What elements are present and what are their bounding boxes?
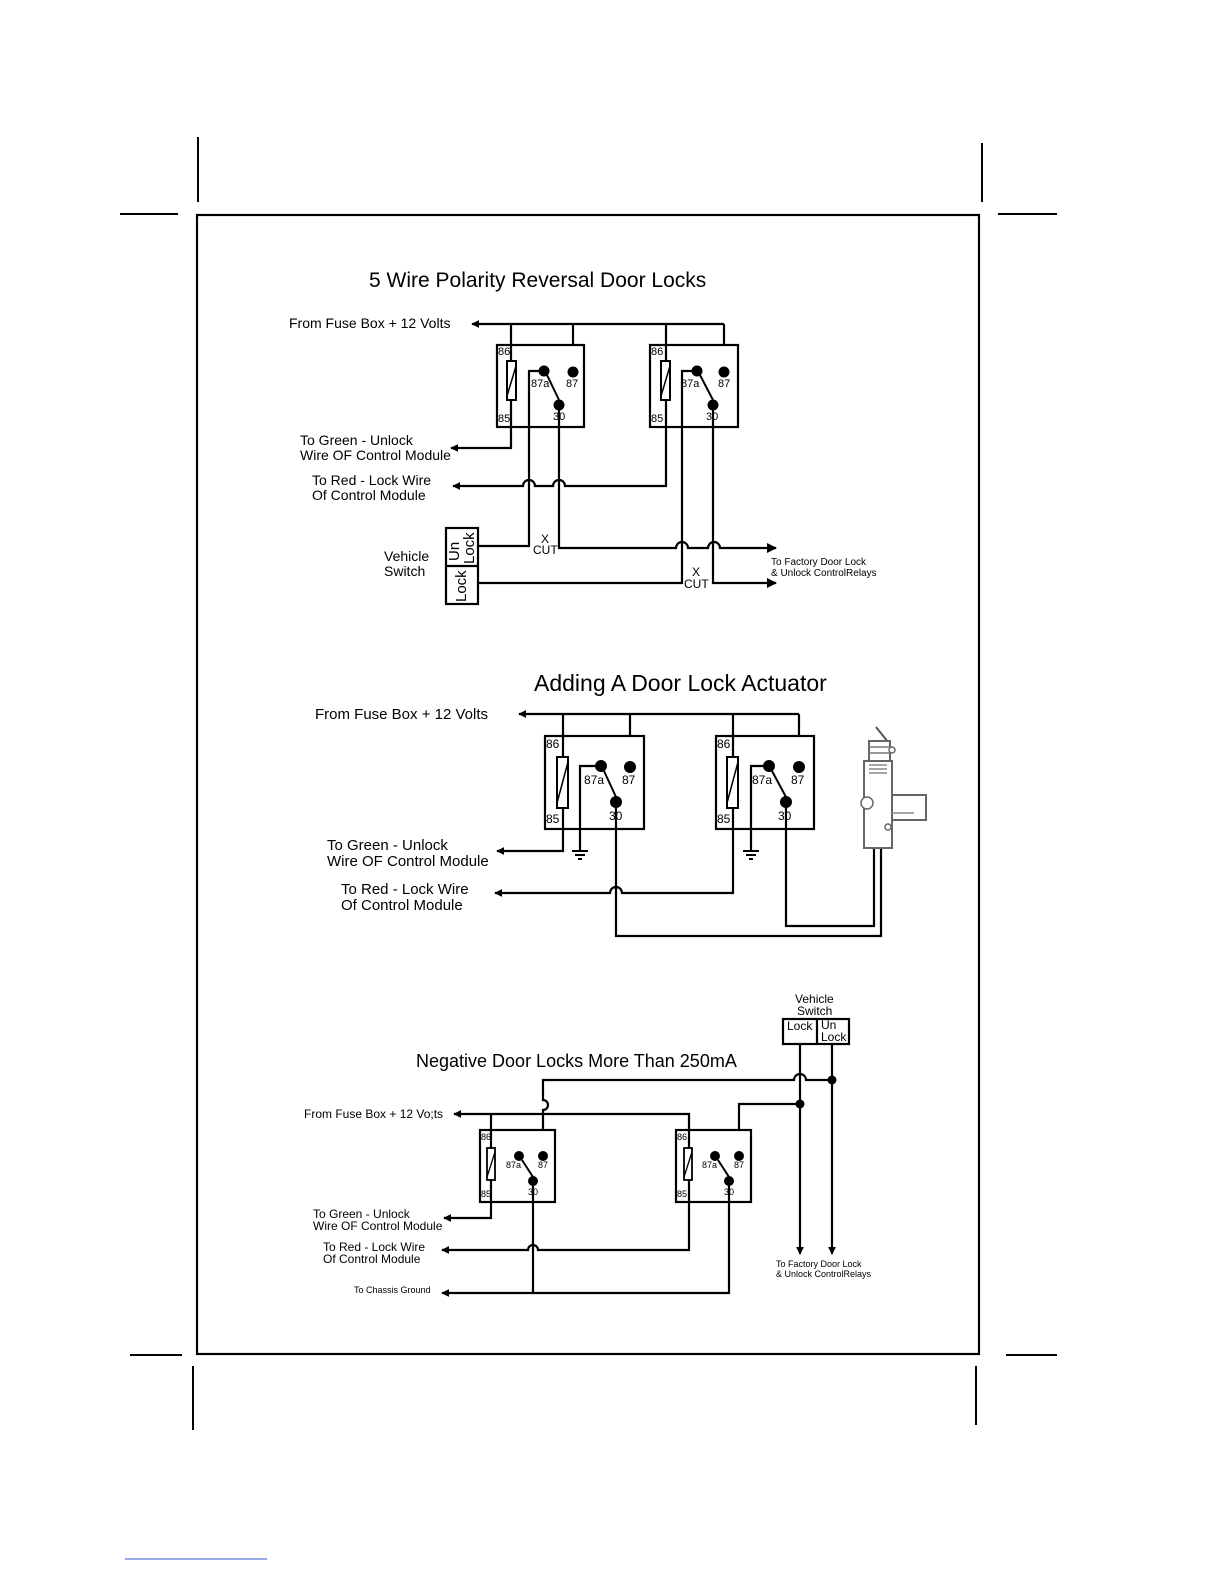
pin-87a: 87a <box>531 378 550 390</box>
relay-6: 86 85 87a 87 30 <box>674 1128 753 1204</box>
factory-label-1: To Factory Door Lock <box>771 557 867 568</box>
pin-30: 30 <box>778 809 792 823</box>
relay-2: 86 85 87a 87 30 <box>648 343 740 429</box>
pin-87: 87 <box>718 378 730 390</box>
pin-85: 85 <box>717 812 731 826</box>
wire-green-unlock <box>443 1202 493 1222</box>
fuse-label: From Fuse Box + 12 Volts <box>315 706 488 723</box>
pin-85: 85 <box>651 413 663 425</box>
switch-unlock-label: Un <box>446 542 463 561</box>
chassis-ground-label: To Chassis Ground <box>354 1285 431 1295</box>
wire-red-lock <box>441 1202 691 1254</box>
red-label-2: Of Control Module <box>323 1252 421 1266</box>
pin-85: 85 <box>546 812 560 826</box>
vehicle-switch-label-1: Vehicle <box>384 548 429 564</box>
page-frame <box>120 137 1057 1560</box>
cut-mark-label: CUT <box>533 543 558 557</box>
pin-87a: 87a <box>752 773 772 787</box>
pin-87: 87 <box>734 1160 744 1170</box>
switch-unlock-label: Lock <box>461 532 478 564</box>
wire-r2-30-factory <box>711 405 777 588</box>
vehicle-switch-label-2: Switch <box>797 1004 832 1018</box>
pin-86: 86 <box>651 346 663 358</box>
pin-87: 87 <box>791 773 805 787</box>
vehicle-switch-label-1: Vehicle <box>795 992 834 1006</box>
pin-86: 86 <box>717 737 731 751</box>
ground-icon <box>743 764 769 860</box>
switch-unlock-label: Lock <box>821 1030 847 1044</box>
pin-86: 86 <box>481 1132 491 1142</box>
cut-mark-label: CUT <box>684 577 709 591</box>
switch-lock-label: Lock <box>453 570 470 602</box>
pin-86: 86 <box>498 346 510 358</box>
vehicle-switch-label-2: Switch <box>384 563 425 579</box>
vehicle-switch: Un Lock Lock <box>444 526 480 606</box>
ground-icon <box>572 764 601 860</box>
wire-green-unlock <box>496 829 565 855</box>
factory-label-1: To Factory Door Lock <box>776 1259 862 1269</box>
relay-4: 86 85 87a 87 30 <box>714 734 816 831</box>
wire-r1-30-factory <box>557 405 777 553</box>
green-label-2: Wire OF Control Module <box>327 853 489 870</box>
section-negative: Negative Door Locks More Than 250mA From… <box>304 992 872 1297</box>
pin-85: 85 <box>498 413 510 425</box>
green-label-1: To Green - Unlock <box>300 432 414 448</box>
factory-label-2: & Unlock ControlRelays <box>771 568 877 579</box>
pin-85: 85 <box>677 1189 687 1199</box>
vehicle-switch: Lock Un Lock <box>781 1017 851 1046</box>
section-actuator: Adding A Door Lock Actuator From Fuse Bo… <box>315 670 927 938</box>
green-label-1: To Green - Unlock <box>313 1207 411 1221</box>
switch-lock-label: Lock <box>787 1019 813 1033</box>
red-label-2: Of Control Module <box>312 487 426 503</box>
fuse-label: From Fuse Box + 12 Volts <box>289 315 450 331</box>
cut-mark-x: X <box>692 565 700 579</box>
wire-r3-30-actuator <box>614 802 883 938</box>
section-five-wire: 5 Wire Polarity Reversal Door Locks From… <box>289 269 877 606</box>
relay-3: 86 85 87a 87 30 <box>543 734 646 831</box>
pin-87: 87 <box>538 1160 548 1170</box>
pin-87a: 87a <box>584 773 604 787</box>
pin-87a: 87a <box>702 1160 717 1170</box>
pin-86: 86 <box>546 737 560 751</box>
red-label-1: To Red - Lock Wire <box>323 1240 425 1254</box>
red-label-1: To Red - Lock Wire <box>312 472 431 488</box>
relay-5: 86 85 87a 87 30 <box>478 1128 557 1204</box>
green-label-2: Wire OF Control Module <box>300 447 451 463</box>
section1-title: 5 Wire Polarity Reversal Door Locks <box>369 269 706 292</box>
green-label-1: To Green - Unlock <box>327 837 448 854</box>
wire-red-lock <box>452 427 668 490</box>
switch-unlock-label: Un <box>821 1018 836 1032</box>
wire-chassis-ground <box>441 1181 731 1297</box>
cut-mark-x: X <box>541 532 549 546</box>
wire-r2-87a-switch <box>478 369 697 585</box>
wire-r5-87-switch <box>541 1072 832 1156</box>
factory-label-2: & Unlock ControlRelays <box>776 1269 872 1279</box>
pin-87: 87 <box>622 773 636 787</box>
relay-1: 86 85 87a 87 30 <box>495 343 586 429</box>
pin-85: 85 <box>481 1189 491 1199</box>
red-label-2: Of Control Module <box>341 897 463 914</box>
pin-87a: 87a <box>681 378 700 390</box>
door-lock-actuator-icon <box>860 726 927 849</box>
green-label-2: Wire OF Control Module <box>313 1219 443 1233</box>
section3-title: Negative Door Locks More Than 250mA <box>416 1051 737 1071</box>
section2-title: Adding A Door Lock Actuator <box>534 670 827 696</box>
pin-86: 86 <box>677 1132 687 1142</box>
wire-r4-30-actuator <box>784 802 876 928</box>
pin-87a: 87a <box>506 1160 521 1170</box>
red-label-1: To Red - Lock Wire <box>341 881 469 898</box>
wire-green-unlock <box>450 427 513 452</box>
fuse-label: From Fuse Box + 12 Vo;ts <box>304 1107 443 1121</box>
wire-red-lock <box>494 829 735 897</box>
pin-87: 87 <box>566 378 578 390</box>
wire-r1-87a-switch <box>478 369 544 548</box>
